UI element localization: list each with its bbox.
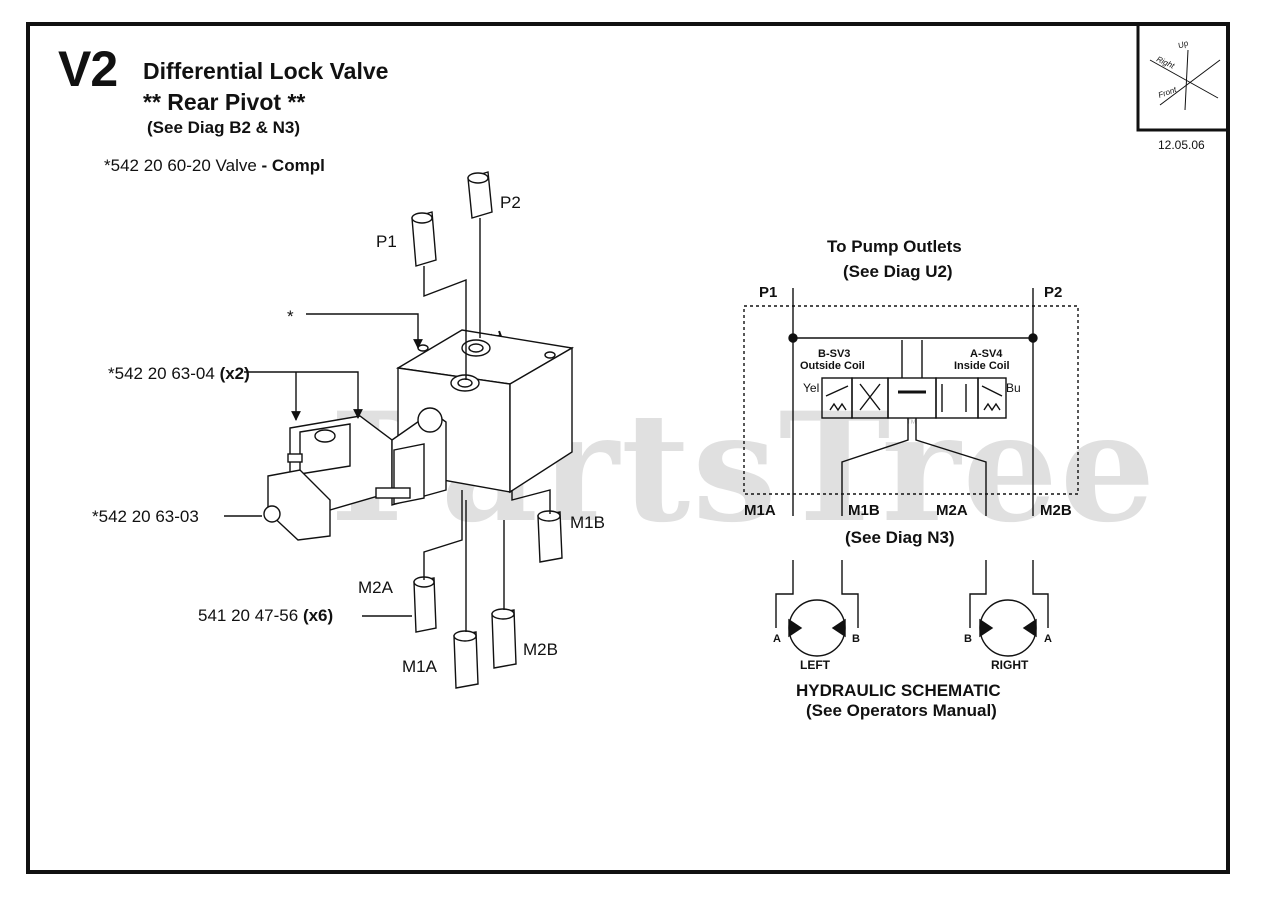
diagram-code: V2: [58, 41, 118, 97]
port-label-p2: P2: [500, 193, 521, 212]
port-label-p1: P1: [376, 232, 397, 251]
solenoid-assembly: [263, 407, 447, 541]
valve-compl-callout: *542 20 60-20 Valve - Compl: [104, 156, 325, 176]
motor-left-label: LEFT: [800, 658, 830, 672]
fitting-p1: [411, 211, 437, 267]
fitting-callout: 541 20 47-56 (x6): [198, 606, 333, 626]
schematic-port-m1a: M1A: [744, 502, 776, 519]
diagram-date: 12.05.06: [1158, 138, 1205, 152]
watermark-trademark: ™: [906, 418, 917, 430]
hydraulic-schematic: [743, 288, 1079, 657]
exploded-leader-lines: [423, 218, 551, 632]
fitting-m2b: [491, 608, 517, 669]
port-label-m2a: M2A: [358, 578, 393, 597]
port-label-m2b: M2B: [523, 640, 558, 659]
schematic-header-line2: (See Diag U2): [843, 262, 953, 281]
fitting-m1b: [537, 510, 563, 563]
port-label-m1b: M1B: [570, 513, 605, 532]
fitting-p2: [467, 171, 493, 219]
diagram-see-diag: (See Diag B2 & N3): [147, 118, 301, 137]
diagram-frame: [26, 22, 1230, 874]
schematic-footer-line2: (See Operators Manual): [806, 701, 997, 720]
fitting-number: 541 20 47-56: [198, 606, 299, 625]
right-valve-name: A-SV4: [970, 348, 1003, 360]
motor-right-a: A: [1044, 633, 1052, 645]
diagram-title: Differential Lock Valve: [143, 58, 389, 84]
coil-number: *542 20 63-04: [108, 364, 215, 383]
asterisk-callout: *: [287, 307, 294, 326]
coil-qty: (x2): [219, 364, 250, 383]
orientation-box: [1136, 22, 1230, 132]
fitting-qty: (x6): [302, 606, 334, 625]
callout-leaders: [224, 313, 423, 617]
coil-callout: *542 20 63-04 (x2): [108, 364, 250, 384]
schematic-port-m2a: M2A: [936, 502, 968, 519]
valve-compl-number: *542 20 60-20 Valve: [104, 156, 257, 175]
schematic-port-m1b: M1B: [848, 502, 880, 519]
schematic-header-line1: To Pump Outlets: [827, 237, 962, 256]
motor-right-label: RIGHT: [991, 658, 1029, 672]
schematic-port-p2: P2: [1044, 284, 1063, 301]
cap-callout: *542 20 63-03: [92, 507, 199, 526]
wire-yel: Yel: [803, 381, 820, 395]
diagram-subtitle: ** Rear Pivot **: [143, 89, 306, 115]
valve-compl-suffix: - Compl: [256, 156, 325, 175]
left-valve-name: B-SV3: [818, 348, 851, 360]
motor-left-a: A: [773, 633, 781, 645]
wire-bu: Bu: [1006, 381, 1021, 395]
schematic-port-p1: P1: [759, 284, 778, 301]
schematic-port-m2b: M2B: [1040, 502, 1072, 519]
right-valve-coil: Inside Coil: [954, 360, 1010, 372]
schematic-see-diag-n3: (See Diag N3): [845, 528, 955, 547]
left-valve-coil: Outside Coil: [800, 360, 865, 372]
motor-right-b: B: [964, 633, 972, 645]
port-label-m1a: M1A: [402, 657, 437, 676]
fitting-m2a: [413, 576, 437, 633]
motor-left-b: B: [852, 633, 860, 645]
fitting-m1a: [453, 630, 479, 689]
schematic-footer-line1: HYDRAULIC SCHEMATIC: [796, 681, 1001, 700]
